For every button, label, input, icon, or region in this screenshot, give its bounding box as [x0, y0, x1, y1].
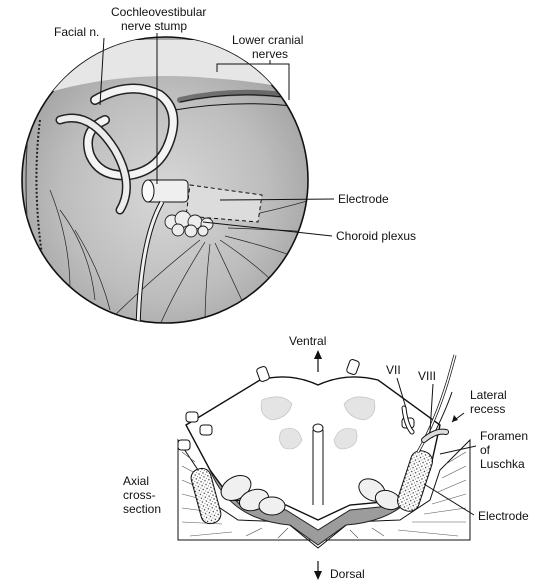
label-axial-1: Axial [123, 474, 149, 488]
leader-vii [396, 377, 407, 409]
leader-foramen [439, 445, 477, 455]
nuclei-blobs [260, 396, 376, 450]
label-lateral-recess-2: recess [470, 402, 505, 416]
bracket-lower-cranial [216, 63, 290, 100]
label-electrode-upper: Electrode [338, 192, 389, 206]
ventral-arrow-head [314, 350, 322, 359]
axial-cross-section: Ventral Dorsal VII VIII Lateral recess F… [123, 334, 529, 581]
label-cochleovestibular-2: nerve stump [121, 19, 187, 33]
label-axial-3: section [123, 502, 161, 516]
leader-viii [429, 383, 434, 433]
label-lower-cranial-1: Lower cranial [232, 33, 303, 47]
label-viii: VIII [418, 369, 436, 383]
label-electrode-lower: Electrode [478, 509, 529, 523]
label-lateral-recess-1: Lateral [470, 388, 507, 402]
electrode-paddle [185, 184, 263, 223]
label-cochleovestibular-1: Cochleovestibular [111, 5, 206, 19]
label-ventral: Ventral [289, 334, 326, 348]
label-lower-cranial-2: nerves [252, 47, 288, 61]
axial-folia [181, 451, 467, 539]
choroid-plexus-drawing [164, 210, 214, 238]
label-dorsal: Dorsal [330, 567, 365, 581]
nerve-stump-drawing [141, 179, 189, 203]
operative-view: Facial n. Cochleovestibular nerve stump … [21, 5, 416, 324]
label-foramen-3: Luschka [480, 457, 525, 471]
leader-electrode-lower [423, 483, 475, 516]
dorsal-arrow-head [314, 571, 322, 580]
label-vii: VII [386, 363, 401, 377]
axial-choroid [220, 475, 402, 516]
electrode-left [190, 467, 222, 525]
label-choroid-plexus: Choroid plexus [336, 229, 416, 243]
label-foramen-2: of [480, 443, 491, 457]
label-facial-nerve: Facial n. [54, 25, 99, 39]
label-foramen-1: Foramen [480, 429, 528, 443]
leader-electrode-upper [219, 198, 335, 201]
leader-choroid-plexus [202, 221, 333, 237]
leader-facial-nerve [99, 37, 105, 106]
label-axial-2: cross- [123, 488, 156, 502]
